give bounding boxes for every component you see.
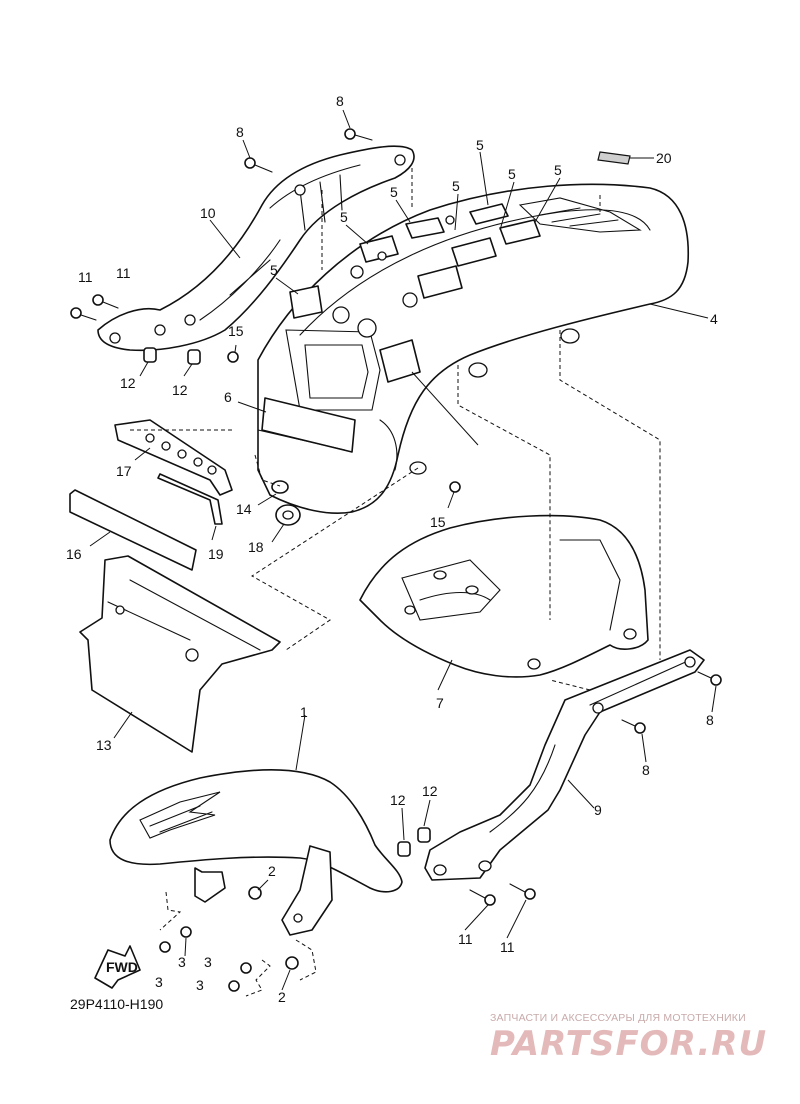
watermark-logo: PARTSFOR.RU <box>490 1024 768 1064</box>
callout-17: 17 <box>116 463 132 479</box>
fwd-arrow: FWD <box>94 945 141 989</box>
callout-3: 3 <box>196 977 204 993</box>
callout-5: 5 <box>270 262 278 278</box>
callout-2: 2 <box>278 989 286 1005</box>
callout-3: 3 <box>204 954 212 970</box>
callout-19: 19 <box>208 546 224 562</box>
callout-1: 1 <box>300 704 308 720</box>
front-fender-1 <box>109 769 403 893</box>
inner-fender-7 <box>359 514 649 678</box>
callout-8: 8 <box>236 124 244 140</box>
callout-7: 7 <box>436 695 444 711</box>
callout-14: 14 <box>236 501 252 517</box>
callout-4: 4 <box>710 311 718 327</box>
callout-15: 15 <box>228 323 244 339</box>
collars <box>143 347 431 857</box>
bracket-17 <box>114 419 233 496</box>
callout-12: 12 <box>422 783 438 799</box>
callout-16: 16 <box>66 546 82 562</box>
callout-11: 11 <box>78 269 93 285</box>
callout-8: 8 <box>642 762 650 778</box>
bolt-15-top <box>227 351 239 363</box>
callout-13: 13 <box>96 737 112 753</box>
callout-12: 12 <box>172 382 188 398</box>
dashed-guides <box>130 168 661 997</box>
callout-labels: 8 8 5 5 5 5 5 5 5 20 10 11 11 4 15 12 12… <box>66 93 718 1005</box>
callout-5: 5 <box>508 166 516 182</box>
callout-20: 20 <box>656 150 672 166</box>
callout-11: 11 <box>458 931 473 947</box>
callout-5: 5 <box>390 184 398 200</box>
callout-11: 11 <box>116 265 131 281</box>
callout-8: 8 <box>706 712 714 728</box>
callout-12: 12 <box>120 375 136 391</box>
fwd-label: FWD <box>106 959 138 975</box>
bolt-15-bottom <box>449 481 461 493</box>
leader-lines <box>89 109 717 991</box>
callout-9: 9 <box>594 802 602 818</box>
strip-16 <box>69 489 197 571</box>
callout-5: 5 <box>452 178 460 194</box>
mud-flap-13 <box>79 555 281 753</box>
cable-tie-19 <box>157 473 223 525</box>
grommet-14 <box>271 480 289 494</box>
front-fender-stays <box>159 845 333 992</box>
bolts <box>70 128 722 906</box>
watermark-subtitle: ЗАПЧАСТИ И АКСЕССУАРЫ ДЛЯ МОТОТЕХНИКИ <box>490 1012 746 1024</box>
callout-12: 12 <box>390 792 406 808</box>
rear-fender-shell <box>257 183 690 515</box>
callout-5: 5 <box>476 137 484 153</box>
decal-20 <box>597 151 631 165</box>
side-stay-9 <box>424 649 705 881</box>
callout-3: 3 <box>155 974 163 990</box>
callout-5: 5 <box>554 162 562 178</box>
reflector-6 <box>261 397 356 453</box>
callout-5: 5 <box>340 209 348 225</box>
callout-10: 10 <box>200 205 216 221</box>
callout-3: 3 <box>178 954 186 970</box>
callout-15: 15 <box>430 514 446 530</box>
callout-2: 2 <box>268 863 276 879</box>
drawing-code: 29P4110-H190 <box>70 996 164 1012</box>
callout-18: 18 <box>248 539 264 555</box>
grab-bar <box>97 145 415 352</box>
callout-8: 8 <box>336 93 344 109</box>
callout-6: 6 <box>224 389 232 405</box>
callout-11: 11 <box>500 939 515 955</box>
